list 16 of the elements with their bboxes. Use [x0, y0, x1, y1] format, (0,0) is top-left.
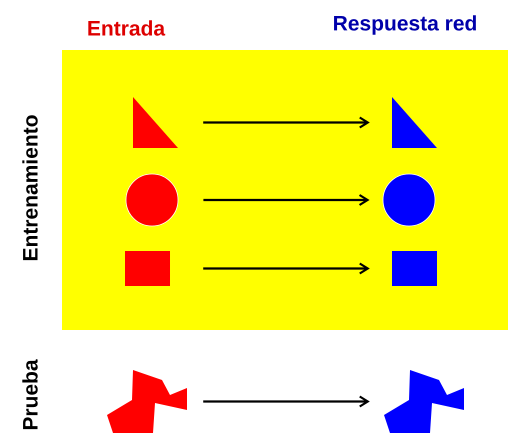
circle-shape	[382, 174, 436, 226]
irregular-shape	[384, 370, 464, 433]
circle-shape	[126, 174, 178, 226]
arrow	[203, 262, 370, 274]
arrow	[203, 116, 370, 128]
arrow	[203, 194, 370, 206]
heading: Entrada	[88, 20, 166, 36]
triangle-shape	[133, 97, 178, 148]
heading: Respuesta red	[334, 15, 476, 35]
square-shape	[392, 251, 437, 286]
square-shape	[125, 251, 170, 286]
irregular-shape	[107, 370, 187, 433]
arrow	[203, 396, 370, 408]
heading: Prueba	[22, 359, 38, 430]
triangle-shape	[392, 97, 437, 148]
band-heading: Entrenamiento	[22, 115, 38, 260]
